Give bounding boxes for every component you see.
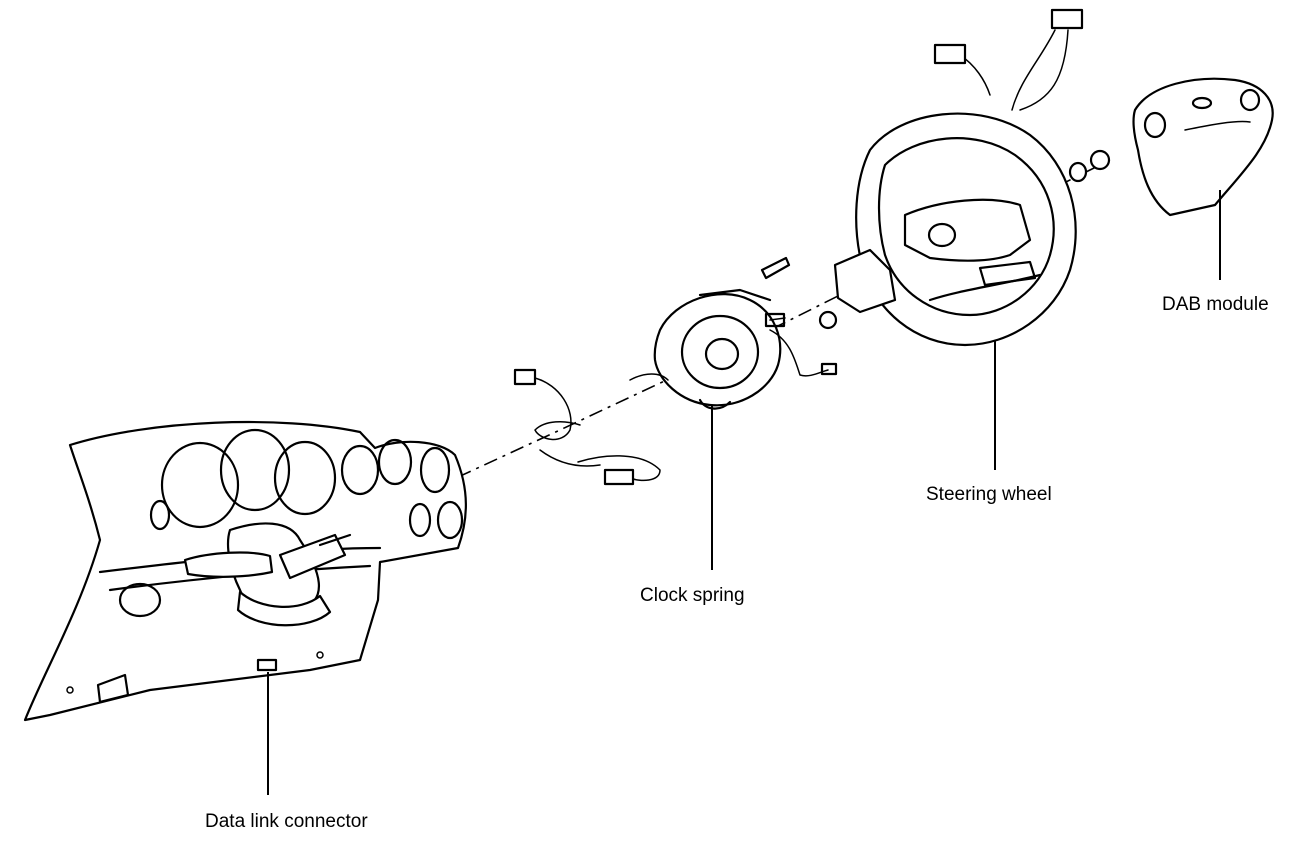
steering-wheel: [818, 8, 1111, 347]
clock-spring: [653, 256, 838, 410]
dab-module: [1132, 77, 1274, 217]
wiring-harness: [513, 368, 669, 486]
steering-column: [183, 522, 352, 627]
dab-module-label: DAB module: [1162, 294, 1269, 315]
clock-spring-label: Clock spring: [640, 585, 745, 606]
steering-wheel-label: Steering wheel: [926, 484, 1052, 505]
data-link-connector-label: Data link connector: [205, 811, 368, 832]
